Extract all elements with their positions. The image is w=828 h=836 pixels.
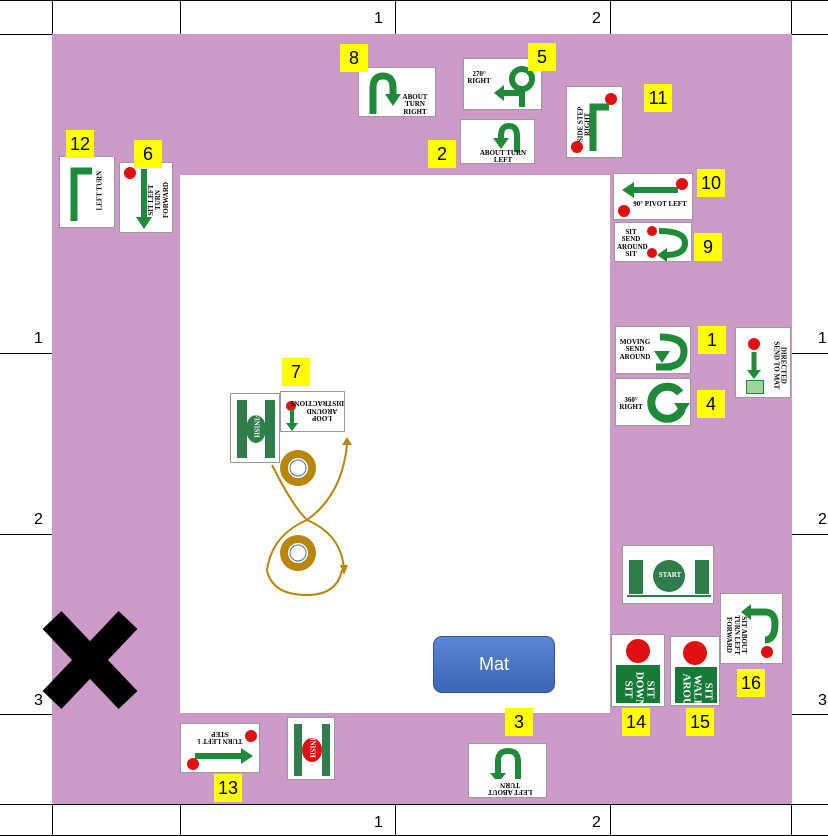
sign-sit-about-turn-left-forward[interactable]: SIT ABOUT TURN LEFT FORWARD	[720, 593, 783, 664]
mat-object[interactable]: Mat	[433, 636, 555, 693]
mat-icon	[746, 380, 764, 394]
ruler-bottom-1: 1	[374, 814, 383, 832]
sign-left-turn[interactable]: LEFT TURN	[59, 156, 115, 228]
loop-arrow-icon	[284, 409, 300, 431]
sign-start[interactable]: START	[622, 545, 714, 604]
sign-text: DIRECTED SEND TO MAT	[772, 340, 787, 390]
sign-finish-bottom[interactable]: FINISH	[287, 717, 335, 780]
red-dot-icon	[245, 730, 257, 742]
arrow-icon	[191, 746, 255, 766]
sit-down-sit-box: SIT DOWN SIT	[616, 665, 660, 703]
sign-number-11: 11	[644, 84, 672, 112]
sign-about-turn-left[interactable]: ABOUT TURN LEFT	[460, 119, 535, 164]
sign-number-10: 10	[697, 169, 725, 197]
sign-number-12: 12	[66, 130, 94, 158]
sign-text: FINISH	[308, 726, 315, 766]
sign-text: SIT LEFT TURN FORWARD	[148, 175, 170, 225]
circle-arrow-icon	[644, 381, 690, 425]
red-dot-icon	[761, 646, 773, 658]
sign-sit-down-sit[interactable]: SIT DOWN SIT	[611, 634, 665, 707]
red-dot-icon	[626, 639, 650, 663]
send-around-arrow-icon	[650, 329, 690, 373]
sign-text: SIT DOWN SIT	[623, 671, 656, 708]
ruler-top-1: 1	[374, 10, 383, 28]
sign-number-3: 3	[505, 708, 533, 736]
sign-number-4: 4	[697, 390, 725, 418]
x-marker-icon	[38, 606, 142, 714]
ruler-left-2: 2	[34, 511, 43, 529]
sign-text: 360° RIGHT	[618, 397, 644, 412]
sign-text: ABOUT TURN LEFT	[473, 150, 533, 164]
sign-number-6: 6	[134, 140, 162, 168]
sign-number-13: 13	[214, 774, 242, 802]
sign-text: SIT WALK AROUND	[681, 674, 714, 707]
down-arrow-icon	[744, 350, 764, 380]
ruler-right-2: 2	[818, 511, 827, 529]
sign-about-turn-right[interactable]: ABOUT TURN RIGHT	[358, 67, 436, 117]
ruler-right-1: 1	[818, 330, 827, 348]
sign-90-pivot-left[interactable]: 90° PIVOT LEFT	[613, 173, 693, 220]
sign-text: START	[653, 572, 687, 579]
sign-text: LOOP AROUND DISTRACTIONS	[300, 399, 344, 421]
sign-text: TURN LEFT 1 STEP	[195, 729, 245, 744]
sign-number-15: 15	[686, 708, 714, 736]
sign-text: LEFT ABOUT TURN	[480, 780, 540, 795]
sign-sit-left-turn-forward[interactable]: SIT LEFT TURN FORWARD	[119, 162, 173, 233]
sign-text: SIDE STEP RIGHT	[578, 104, 593, 144]
sign-loop-around-distractions[interactable]: LOOP AROUND DISTRACTIONS	[280, 391, 345, 432]
sign-number-16: 16	[737, 669, 765, 697]
sign-number-8: 8	[340, 44, 368, 72]
ruler-bottom-2: 2	[592, 814, 601, 832]
sign-text: LEFT TURN	[96, 169, 103, 213]
sign-number-9: 9	[694, 233, 722, 261]
red-dot-icon	[618, 205, 630, 217]
sit-walk-around-box: SIT WALK AROUND	[675, 667, 717, 703]
sign-left-about-turn[interactable]: LEFT ABOUT TURN	[468, 743, 547, 798]
sign-number-5: 5	[528, 43, 556, 71]
sign-turn-left-1-step[interactable]: TURN LEFT 1 STEP	[180, 723, 260, 773]
sign-number-14: 14	[622, 708, 650, 736]
traffic-cone-icon	[284, 539, 312, 567]
ruler-top-2: 2	[592, 10, 601, 28]
left-arrow-icon	[620, 180, 680, 200]
sign-text: SIT ABOUT TURN LEFT FORWARD	[725, 610, 747, 660]
red-dot-icon	[748, 338, 760, 350]
sign-text: 90° PIVOT LEFT	[632, 201, 688, 208]
ruler-right-3: 3	[818, 692, 827, 710]
sign-sit-walk-around[interactable]: SIT WALK AROUND	[670, 636, 720, 706]
sign-text: MOVING SEND AROUND	[618, 339, 652, 361]
left-turn-arrow-icon	[64, 163, 96, 223]
sign-number-1: 1	[698, 326, 726, 354]
sign-moving-send-around[interactable]: MOVING SEND AROUND	[615, 326, 691, 374]
sign-360-right[interactable]: 360° RIGHT	[615, 378, 691, 426]
sign-text: SIT SEND AROUND SIT	[617, 229, 645, 258]
sign-number-7: 7	[282, 358, 310, 386]
sign-sit-send-around-sit[interactable]: SIT SEND AROUND SIT	[614, 222, 692, 262]
sign-side-step-right[interactable]: SIDE STEP RIGHT	[566, 86, 623, 158]
sign-text: 270° RIGHT	[466, 71, 492, 86]
ruler-left-1: 1	[34, 330, 43, 348]
red-dot-icon	[683, 641, 707, 665]
u-turn-arrow-icon	[486, 747, 528, 779]
send-around-arrow-icon	[655, 225, 691, 261]
traffic-cone-icon	[284, 454, 312, 482]
sign-number-2: 2	[428, 140, 456, 168]
u-turn-left-arrow-icon	[489, 122, 529, 152]
sign-directed-send-to-mat[interactable]: DIRECTED SEND TO MAT	[735, 327, 791, 398]
sign-text: ABOUT TURN RIGHT	[395, 94, 435, 116]
